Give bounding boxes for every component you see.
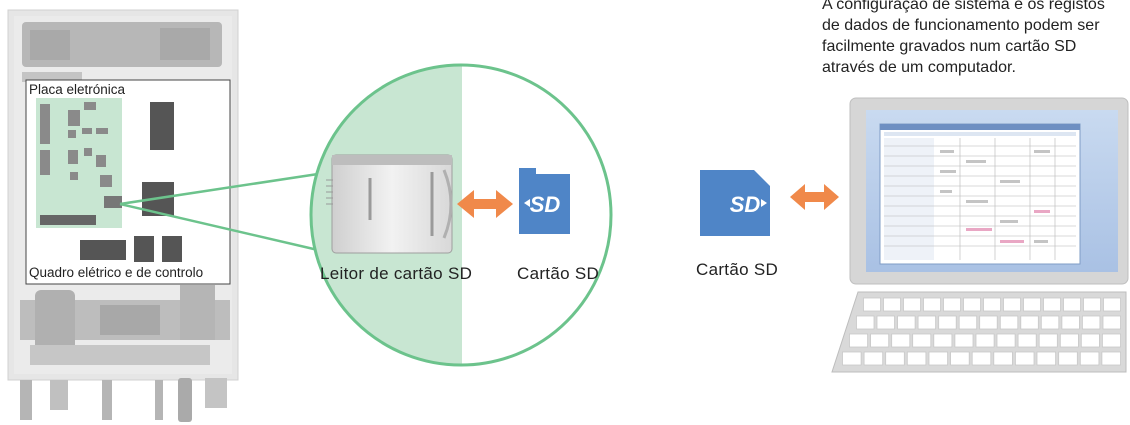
keyboard-key — [1036, 351, 1057, 366]
keyboard-key — [870, 333, 890, 348]
keyboard-key — [996, 333, 1016, 348]
sd-logo-text: SD — [530, 192, 561, 217]
keyboard-icon — [831, 291, 1127, 373]
keyboard-key — [917, 315, 936, 330]
keyboard-key — [863, 351, 884, 366]
keyboard-key — [971, 351, 992, 366]
keyboard-key — [903, 297, 921, 312]
keyboard-key — [975, 333, 995, 348]
keyboard-key — [993, 351, 1013, 366]
keyboard-key — [876, 315, 895, 330]
keyboard-key — [1083, 297, 1101, 312]
description-line: através de um computador. — [822, 59, 1016, 76]
keyboard-key — [943, 297, 961, 312]
keyboard-key — [938, 315, 957, 330]
keyboard-key — [842, 351, 862, 366]
keyboard-key — [999, 315, 1019, 330]
description-line: facilmente gravados num cartão SD — [822, 38, 1077, 55]
keyboard-key — [1043, 297, 1061, 312]
keyboard-key — [1023, 297, 1041, 312]
double-arrow-icon — [790, 184, 839, 210]
keyboard-key — [1102, 315, 1121, 330]
sd-card-label: Cartão SD — [696, 260, 779, 279]
keyboard-key — [1061, 315, 1080, 330]
keyboard-key — [928, 351, 949, 366]
control-box-label: Quadro elétrico e de controlo — [29, 265, 204, 280]
keyboard-key — [933, 333, 953, 348]
description-line: A configuração de sistema e os registos — [822, 0, 1105, 13]
computer-icon — [849, 97, 1129, 285]
keyboard-key — [1102, 333, 1121, 348]
keyboard-key — [950, 351, 970, 366]
keyboard-key — [958, 315, 978, 330]
double-arrow-icon — [457, 190, 513, 218]
keyboard-key — [1020, 315, 1039, 330]
zoom-connector — [119, 172, 319, 252]
description-text: A configuração de sistema e os registos … — [822, 0, 1130, 78]
sd-logo-text: SD — [730, 192, 761, 217]
keyboard-key — [1003, 297, 1021, 312]
sd-card-label: Cartão SD — [517, 264, 600, 283]
keyboard-key — [856, 315, 875, 330]
sd-reader-label: Leitor de cartão SD — [320, 264, 473, 283]
sd-card-icon: SD — [700, 170, 770, 236]
circuit-board-label: Placa eletrónica — [29, 82, 126, 97]
keyboard-key — [1079, 351, 1100, 366]
keyboard-key — [1040, 315, 1060, 330]
keyboard-key — [897, 315, 916, 330]
keyboard-key — [891, 333, 911, 348]
keyboard-key — [979, 315, 998, 330]
keyboard-key — [883, 297, 901, 312]
keyboard-key — [963, 297, 981, 312]
keyboard-key — [1015, 351, 1035, 366]
keyboard-key — [906, 351, 927, 366]
keyboard-key — [954, 333, 974, 348]
keyboard-key — [912, 333, 932, 348]
description-line: de dados de funcionamento podem ser — [822, 17, 1100, 34]
keyboard-key — [863, 297, 881, 312]
keyboard-key — [1080, 333, 1100, 348]
outdoor-unit-icon — [7, 9, 239, 422]
keyboard-key — [1059, 333, 1079, 348]
sd-card-icon: SD — [519, 168, 570, 234]
keyboard-key — [885, 351, 905, 366]
keyboard-key — [849, 333, 869, 348]
keyboard-key — [1058, 351, 1078, 366]
keyboard-key — [1103, 297, 1121, 312]
keyboard-key — [1101, 351, 1121, 366]
keyboard-key — [1063, 297, 1081, 312]
keyboard-key — [1082, 315, 1101, 330]
keyboard-key — [1038, 333, 1058, 348]
sd-card-reader-icon — [326, 154, 453, 254]
keyboard-key — [1017, 333, 1037, 348]
keyboard-key — [923, 297, 941, 312]
keyboard-key — [983, 297, 1001, 312]
